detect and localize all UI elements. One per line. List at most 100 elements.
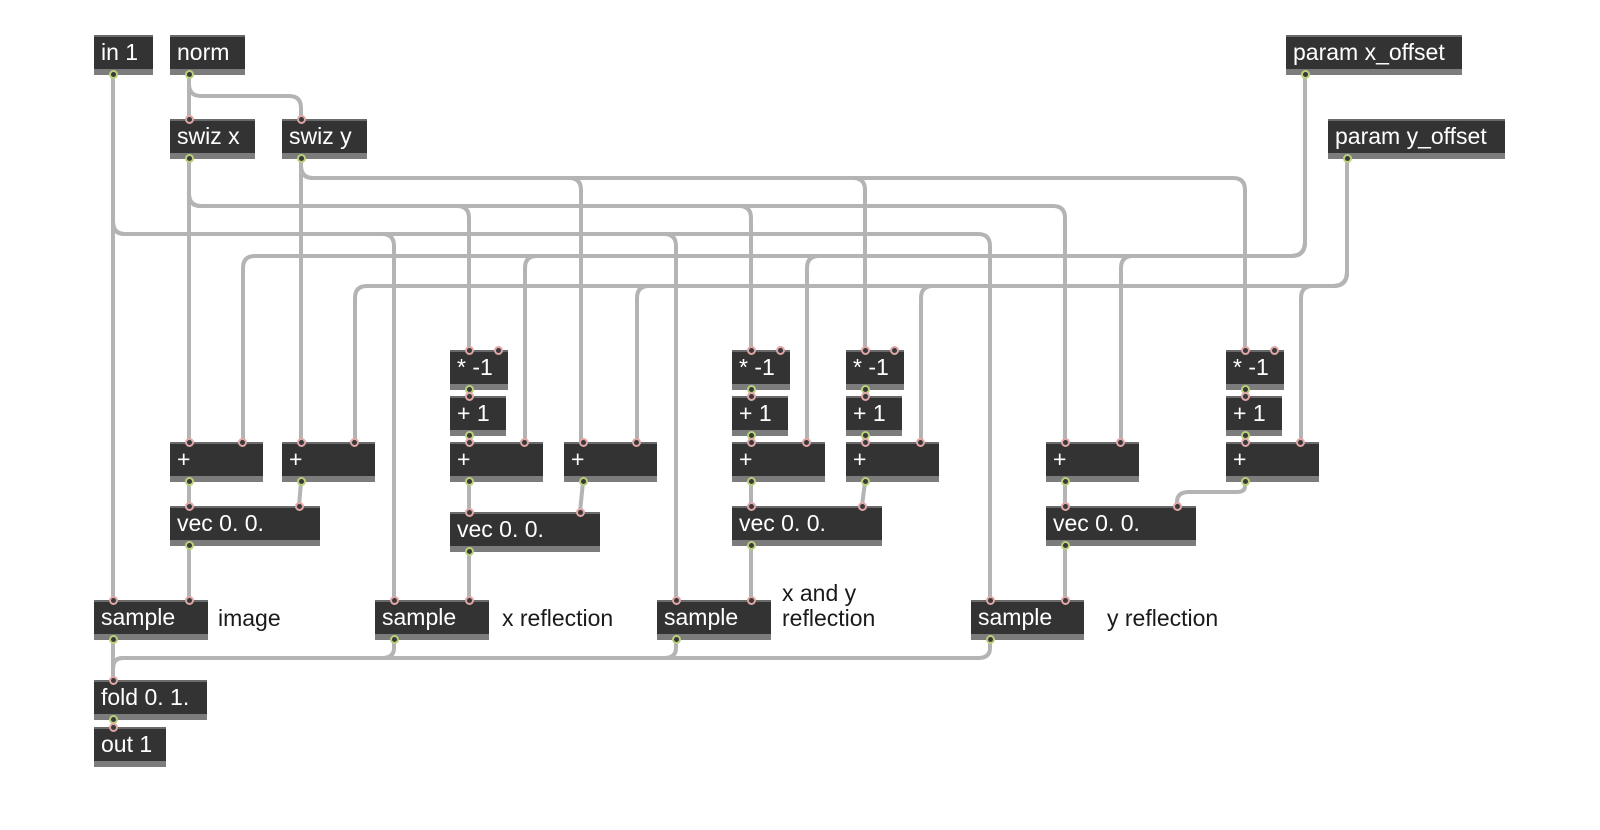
object-vec-3[interactable]: vec 0. 0.	[732, 502, 882, 550]
inlet[interactable]	[297, 115, 306, 124]
inlet[interactable]	[1270, 346, 1279, 355]
object-fold[interactable]: fold 0. 1.	[94, 676, 207, 724]
inlet[interactable]	[632, 438, 641, 447]
inlet[interactable]	[672, 596, 681, 605]
inlet[interactable]	[109, 676, 118, 685]
object-add-one-a[interactable]: + 1	[450, 392, 506, 440]
object-out-1[interactable]: out 1	[94, 723, 166, 767]
inlet[interactable]	[747, 438, 756, 447]
inlet[interactable]	[390, 596, 399, 605]
inlet[interactable]	[1061, 596, 1070, 605]
inlet[interactable]	[916, 438, 925, 447]
outlet[interactable]	[390, 635, 399, 644]
outlet[interactable]	[861, 477, 870, 486]
object-plus-3[interactable]: +	[450, 438, 543, 486]
inlet[interactable]	[1241, 438, 1250, 447]
object-norm[interactable]: norm	[170, 35, 245, 79]
inlet[interactable]	[747, 392, 756, 401]
outlet[interactable]	[1061, 541, 1070, 550]
inlet[interactable]	[861, 438, 870, 447]
inlet[interactable]	[185, 596, 194, 605]
inlet[interactable]	[747, 596, 756, 605]
object-vec-4[interactable]: vec 0. 0.	[1046, 502, 1196, 550]
outlet[interactable]	[185, 477, 194, 486]
inlet[interactable]	[109, 596, 118, 605]
inlet[interactable]	[747, 346, 756, 355]
inlet[interactable]	[465, 438, 474, 447]
inlet[interactable]	[465, 508, 474, 517]
inlet[interactable]	[109, 723, 118, 732]
inlet[interactable]	[861, 392, 870, 401]
inlet[interactable]	[802, 438, 811, 447]
object-plus-7[interactable]: +	[1046, 438, 1139, 486]
inlet[interactable]	[520, 438, 529, 447]
object-sample-3[interactable]: sample	[657, 596, 771, 644]
object-multiply-neg1-d[interactable]: * -1	[1226, 346, 1284, 394]
object-swiz-y[interactable]: swiz y	[282, 115, 367, 163]
inlet[interactable]	[1241, 392, 1250, 401]
outlet[interactable]	[1343, 154, 1352, 163]
object-plus-4[interactable]: +	[564, 438, 657, 486]
object-plus-1[interactable]: +	[170, 438, 263, 486]
object-param-y-offset[interactable]: param y_offset	[1328, 119, 1505, 163]
outlet[interactable]	[185, 541, 194, 550]
inlet[interactable]	[238, 438, 247, 447]
object-plus-8[interactable]: +	[1226, 438, 1319, 486]
object-multiply-neg1-a[interactable]: * -1	[450, 346, 508, 394]
object-plus-6[interactable]: +	[846, 438, 939, 486]
inlet[interactable]	[350, 438, 359, 447]
object-add-one-d[interactable]: + 1	[1226, 392, 1282, 440]
inlet[interactable]	[576, 508, 585, 517]
inlet[interactable]	[861, 346, 870, 355]
outlet[interactable]	[297, 477, 306, 486]
inlet[interactable]	[465, 596, 474, 605]
inlet[interactable]	[858, 502, 867, 511]
outlet[interactable]	[672, 635, 681, 644]
inlet[interactable]	[579, 438, 588, 447]
inlet[interactable]	[1116, 438, 1125, 447]
outlet[interactable]	[465, 477, 474, 486]
object-sample-2[interactable]: sample	[375, 596, 489, 644]
object-multiply-neg1-b[interactable]: * -1	[732, 346, 790, 394]
outlet[interactable]	[109, 635, 118, 644]
object-in-1[interactable]: in 1	[94, 35, 153, 79]
inlet[interactable]	[776, 346, 785, 355]
outlet[interactable]	[465, 547, 474, 556]
object-vec-2[interactable]: vec 0. 0.	[450, 508, 600, 556]
outlet[interactable]	[1061, 477, 1070, 486]
outlet[interactable]	[185, 154, 194, 163]
inlet[interactable]	[185, 115, 194, 124]
inlet[interactable]	[747, 502, 756, 511]
object-sample-4[interactable]: sample	[971, 596, 1084, 644]
inlet[interactable]	[295, 502, 304, 511]
object-param-x-offset[interactable]: param x_offset	[1286, 35, 1462, 79]
inlet[interactable]	[494, 346, 503, 355]
outlet[interactable]	[1241, 477, 1250, 486]
outlet[interactable]	[109, 70, 118, 79]
object-add-one-b[interactable]: + 1	[732, 392, 788, 440]
inlet[interactable]	[890, 346, 899, 355]
outlet[interactable]	[747, 477, 756, 486]
inlet[interactable]	[1296, 438, 1305, 447]
object-swiz-x[interactable]: swiz x	[170, 115, 255, 163]
inlet[interactable]	[185, 502, 194, 511]
object-vec-1[interactable]: vec 0. 0.	[170, 502, 320, 550]
inlet[interactable]	[297, 438, 306, 447]
outlet[interactable]	[579, 477, 588, 486]
inlet[interactable]	[986, 596, 995, 605]
object-multiply-neg1-c[interactable]: * -1	[846, 346, 904, 394]
object-plus-2[interactable]: +	[282, 438, 375, 486]
object-plus-5[interactable]: +	[732, 438, 825, 486]
inlet[interactable]	[465, 392, 474, 401]
inlet[interactable]	[1173, 502, 1182, 511]
outlet[interactable]	[986, 635, 995, 644]
outlet[interactable]	[747, 541, 756, 550]
outlet[interactable]	[297, 154, 306, 163]
object-sample-1[interactable]: sample	[94, 596, 208, 644]
outlet[interactable]	[1301, 70, 1310, 79]
inlet[interactable]	[1061, 502, 1070, 511]
inlet[interactable]	[1241, 346, 1250, 355]
object-add-one-c[interactable]: + 1	[846, 392, 902, 440]
inlet[interactable]	[1061, 438, 1070, 447]
inlet[interactable]	[185, 438, 194, 447]
